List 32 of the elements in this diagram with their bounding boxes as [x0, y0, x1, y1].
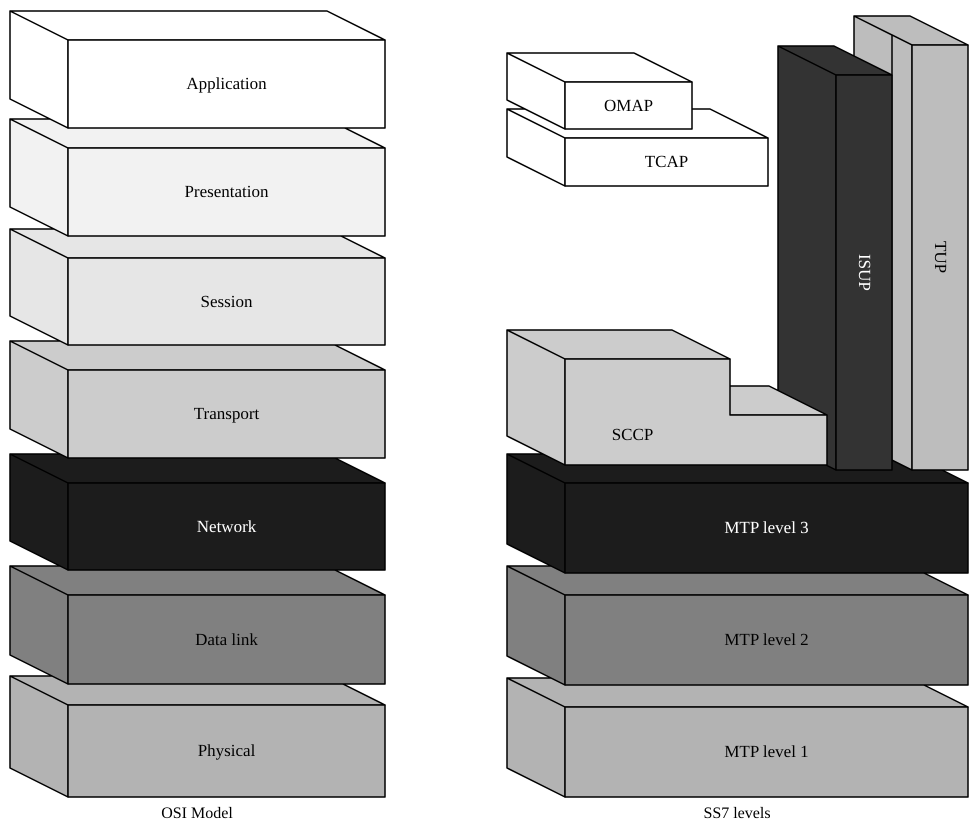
layer-label: MTP level 1	[724, 742, 809, 762]
layer-block	[67, 257, 386, 346]
layer-label: SCCP	[612, 425, 654, 445]
layer-label: Transport	[194, 404, 260, 424]
layer-label: Application	[186, 74, 267, 94]
layer-block	[67, 482, 386, 571]
layer-block	[564, 482, 969, 574]
layer-label: Physical	[198, 741, 256, 761]
layer-block	[564, 358, 828, 466]
column-caption: OSI Model	[161, 805, 233, 823]
layer-block	[891, 34, 969, 471]
layer-label: Network	[196, 516, 256, 536]
layer-block	[67, 39, 386, 129]
layer-label: ISUP	[854, 254, 874, 291]
layer-block	[835, 74, 893, 471]
layer-label: Data link	[195, 630, 258, 650]
layer-label: Session	[200, 292, 252, 312]
layer-block	[564, 137, 769, 187]
layer-label: MTP level 3	[724, 518, 809, 538]
layer-block	[67, 369, 386, 459]
layer-block	[564, 706, 969, 798]
column-caption: SS7 levels	[703, 805, 771, 823]
layer-label: OMAP	[604, 96, 654, 116]
layer-label: MTP level 2	[724, 630, 809, 650]
layer-label: TCAP	[644, 152, 688, 172]
layer-label: TUP	[930, 241, 950, 274]
layer-label: Presentation	[184, 182, 269, 202]
layer-block	[67, 594, 386, 685]
layer-block	[67, 704, 386, 798]
layer-block	[67, 147, 386, 237]
layer-block	[564, 81, 693, 130]
layer-block	[564, 594, 969, 686]
